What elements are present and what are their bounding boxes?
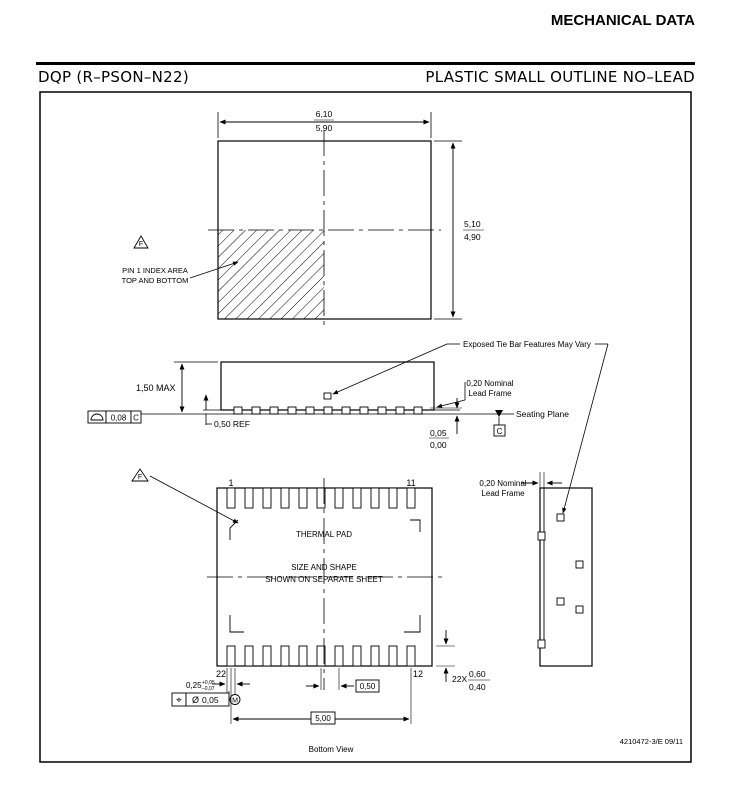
pin1-leader <box>189 261 239 279</box>
side-lead-frame-line1: 0,20 Nominal <box>466 379 513 388</box>
end-lead-frame-line1: 0,20 Nominal <box>479 479 526 488</box>
lead-len-max: 0,60 <box>469 669 486 679</box>
max-height-text: 1,50 MAX <box>136 383 176 393</box>
width-min-text: 5,90 <box>316 123 333 133</box>
datum-c-box <box>493 424 506 437</box>
lead-count-prefix: 22X <box>452 674 467 684</box>
side-view: 1,50 MAX 0,50 REF 0,08 C 0,05 0,00 0,20 … <box>87 340 609 514</box>
height-min-text: 4,90 <box>464 232 481 242</box>
pitch-box <box>355 679 380 693</box>
header-rule <box>36 62 695 65</box>
lead-width-text: 0,25 <box>186 681 202 690</box>
position-tolerance-frame: ⌖ Ø 0,05 M <box>171 692 241 707</box>
size-shape-line2: SHOWN ON SEPARATE SHEET <box>265 575 383 584</box>
bottom-flag-leader <box>149 475 239 524</box>
pin1-label-line1: PIN 1 INDEX AREA <box>122 266 188 275</box>
seating-plane-datum-arrow <box>495 410 503 417</box>
end-view: 0,20 Nominal Lead Frame <box>479 472 593 667</box>
page-header-title: MECHANICAL DATA <box>550 12 695 29</box>
pin-22-label: 22 <box>216 669 226 679</box>
bottom-view: THERMAL PAD SIZE AND SHAPE SHOWN ON SEPA… <box>131 468 490 754</box>
tie-bar-leader-end <box>562 343 609 514</box>
bottom-flag-triangle <box>131 468 149 482</box>
flatness-control-frame: 0,08 C <box>87 410 142 424</box>
position-symbol: ⌖ <box>176 695 182 706</box>
pad-corner-tl <box>229 519 239 540</box>
pin-1-label: 1 <box>228 478 233 488</box>
package-code: DQP (R–PSON–N22) <box>38 68 189 86</box>
pad-corner-br <box>404 615 421 633</box>
tie-bar-leader <box>332 343 448 395</box>
size-shape-line1: SIZE AND SHAPE <box>291 563 357 572</box>
standoff-max-text: 0,05 <box>430 428 447 438</box>
flatness-value: 0,08 <box>111 414 127 423</box>
thermal-pad-text: THERMAL PAD <box>296 530 352 539</box>
standoff-min-text: 0,00 <box>430 440 447 450</box>
span-text: 5,00 <box>315 714 331 723</box>
top-view: 6,10 5,90 5,10 4,90 F PIN 1 INDEX AREA T… <box>122 109 484 330</box>
bottom-view-caption: Bottom View <box>309 745 354 754</box>
pin-12-label: 12 <box>413 669 423 679</box>
diameter-symbol: Ø <box>192 695 199 705</box>
position-tol-text: 0,05 <box>202 695 219 705</box>
lead-width-tol-minus: –0,07 <box>202 686 215 692</box>
flatness-datum: C <box>133 414 139 423</box>
datum-c-text: C <box>497 427 503 436</box>
side-lead-frame-line2: Lead Frame <box>468 389 512 398</box>
lead-width-tol-plus: +0,05 <box>202 680 215 686</box>
bottom-bottom-row-leads <box>226 645 416 667</box>
width-max-text: 6,10 <box>316 109 333 119</box>
lead-len-min: 0,40 <box>469 682 486 692</box>
pad-corner-tr <box>410 519 421 532</box>
bottom-top-row-leads <box>226 487 416 509</box>
mmc-symbol: M <box>232 698 238 705</box>
span-box <box>310 711 336 725</box>
height-max-text: 5,10 <box>464 219 481 229</box>
pitch-text: 0,50 <box>360 682 376 691</box>
tie-bar-feature <box>323 392 332 400</box>
ref-text: 0,50 REF <box>214 419 250 429</box>
bottom-flag-text: F <box>138 474 142 481</box>
pad-corner-bl <box>229 615 244 633</box>
pin1-index-hatch <box>218 230 324 319</box>
note-flag-text: F <box>139 241 143 248</box>
tie-bar-note: Exposed Tie Bar Features May Vary <box>463 340 591 349</box>
drawing-frame <box>39 91 692 763</box>
package-description: PLASTIC SMALL OUTLINE NO–LEAD <box>425 68 695 86</box>
pin-11-label: 11 <box>406 478 415 488</box>
end-lead-frame-line2: Lead Frame <box>481 489 525 498</box>
pin1-label-line2: TOP AND BOTTOM <box>122 276 189 285</box>
drawing-number: 4210472-3/E 09/11 <box>620 737 683 746</box>
note-flag-triangle <box>133 235 149 249</box>
end-view-body <box>539 487 593 667</box>
side-view-body <box>220 361 435 411</box>
seating-plane-text: Seating Plane <box>516 409 569 419</box>
